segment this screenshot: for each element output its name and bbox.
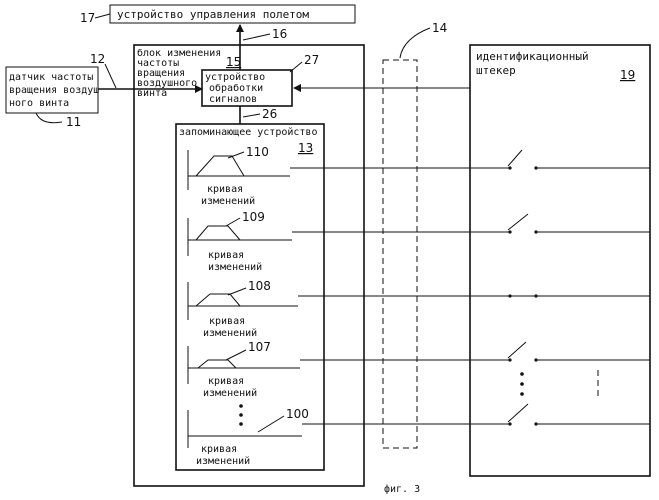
- curve-107-ref: 107: [248, 340, 271, 354]
- curve-110-ref: 110: [246, 145, 269, 159]
- ref-13: 13: [298, 141, 313, 155]
- curve-109: 109 кривая изменений: [188, 210, 292, 273]
- curve-109-label-1: кривая: [208, 250, 244, 261]
- curve-100-ref: 100: [286, 407, 309, 421]
- switch-line-100: [302, 404, 650, 426]
- curve-100-label-2: изменений: [196, 455, 250, 467]
- curve-108-label-2: изменений: [203, 327, 257, 339]
- switch-ellipsis-dots: [520, 370, 598, 396]
- curve-108-ref: 108: [248, 279, 271, 293]
- processor-line-1: устройство: [205, 71, 265, 83]
- figure-caption: фиг. 3: [384, 483, 420, 495]
- curve-110: 110 кривая изменений: [188, 145, 290, 207]
- sensor-line-1: датчик частоты: [9, 72, 93, 83]
- ref-12: 12: [90, 52, 105, 66]
- change-block-line-5: винта: [137, 88, 167, 99]
- switch-line-109: [292, 214, 650, 234]
- curve-100-label-1: кривая: [201, 444, 237, 455]
- curve-108-label-1: кривая: [209, 316, 245, 327]
- connector-14: [383, 60, 417, 448]
- plug-line-1: идентификационный: [476, 50, 589, 63]
- curve-100: 100 кривая изменений: [188, 407, 309, 467]
- ref-17: 17: [80, 11, 95, 25]
- ref-11: 11: [66, 115, 81, 129]
- switch-line-108: [298, 294, 650, 297]
- ref-26-leader: [243, 114, 260, 117]
- processor-line-3: сигналов: [209, 94, 257, 105]
- curve-109-label-2: изменений: [208, 261, 262, 273]
- memory-label: запоминающее устройство: [179, 126, 317, 138]
- curve-107: 107 кривая изменений: [188, 340, 300, 399]
- ref-27: 27: [304, 53, 319, 67]
- plug-box: [470, 45, 650, 476]
- curve-109-ref: 109: [242, 210, 265, 224]
- ref-14: 14: [432, 21, 447, 35]
- sensor-line-3: ного винта: [9, 98, 69, 109]
- curve-108: 108 кривая изменений: [188, 279, 298, 339]
- processor-line-2: обработки: [209, 82, 263, 94]
- ref-15: 15: [226, 55, 241, 69]
- curve-107-label-1: кривая: [208, 376, 244, 387]
- ref-19: 19: [620, 68, 635, 82]
- ref-14-leader: [400, 28, 430, 58]
- ref-16-leader: [243, 34, 270, 40]
- flight-control-label: устройство управления полетом: [117, 8, 309, 21]
- curve-110-label-1: кривая: [207, 184, 243, 195]
- plug-line-2: штекер: [476, 64, 516, 77]
- ref-27-leader: [290, 62, 302, 72]
- ref-16: 16: [272, 27, 287, 41]
- ref-11-leader: [36, 113, 62, 123]
- ref-26: 26: [262, 107, 277, 121]
- curve-107-label-2: изменений: [203, 387, 257, 399]
- switch-line-107: [300, 342, 650, 362]
- ref-17-leader: [95, 14, 110, 18]
- ref-12-leader: [105, 64, 116, 88]
- sensor-line-2: вращения воздуш: [9, 85, 99, 96]
- curve-110-label-2: изменений: [201, 195, 255, 207]
- memory-ellipsis-dots: [239, 404, 243, 426]
